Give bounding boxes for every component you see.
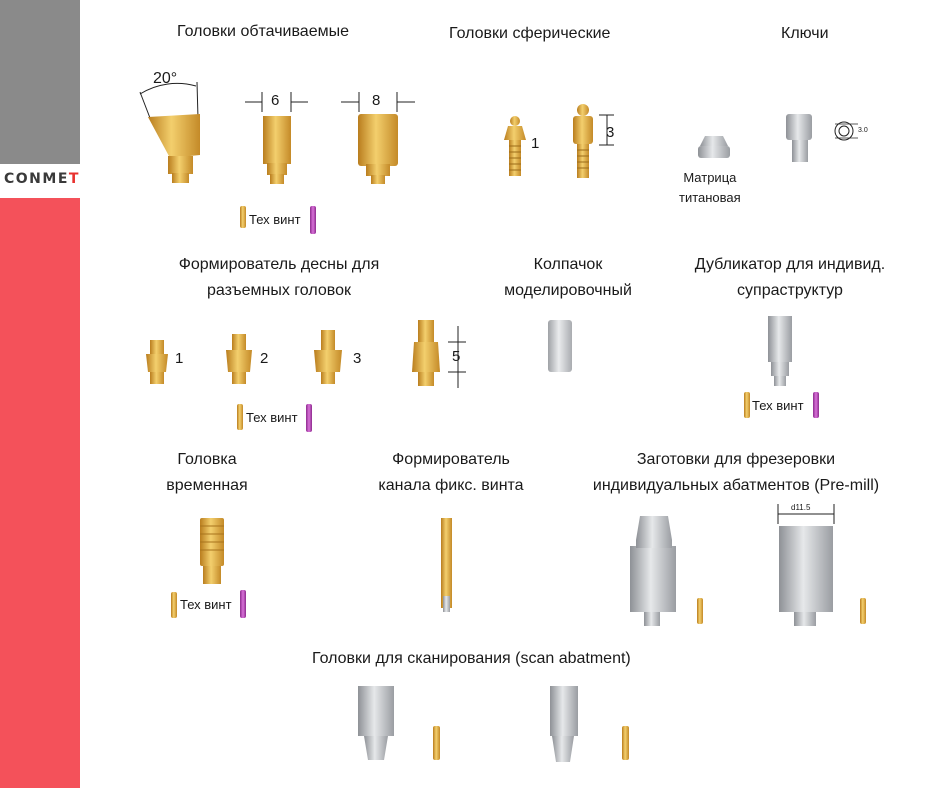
- title-premill-blanks: Заготовки для фрезеровки индивидуальных …: [573, 447, 899, 499]
- gingiva-former-3: [314, 330, 342, 384]
- duplicator: [768, 316, 792, 386]
- temporary-head: [200, 518, 224, 584]
- title-gingiva-former-line2: разъемных головок: [207, 282, 351, 299]
- matrix-label-line1: Матрица: [683, 170, 737, 185]
- gingiva-former-5: [412, 320, 466, 388]
- tech-screw-label-1: Тех винт: [249, 212, 301, 227]
- titanium-matrix: [698, 136, 730, 158]
- title-headings-spherical: Головки сферические: [449, 25, 611, 42]
- title-modeling-cap: Колпачок моделировочный: [492, 252, 644, 304]
- spherical-head-1: [504, 116, 526, 176]
- title-premill-blanks-line2: индивидуальных абатментов (Pre-mill): [592, 477, 880, 494]
- title-premill-blanks-line1: Заготовки для фрезеровки: [636, 451, 836, 468]
- matrix-label-line2: титановая: [679, 190, 741, 205]
- matrix-label: Матрица титановая: [679, 168, 741, 208]
- gf-2-label: 2: [260, 350, 269, 367]
- premill-blank-large: [777, 504, 866, 626]
- gf-1-label: 1: [175, 350, 184, 367]
- title-gingiva-former-line1: Формирователь десны для: [178, 256, 380, 273]
- scan-abutment-1: [358, 686, 440, 760]
- title-channel-former: Формирователь канала фикс. винта: [370, 447, 532, 499]
- tech-screw-pair-3: [744, 392, 819, 418]
- tech-screw-pair-2: [237, 404, 312, 432]
- key-size-label: 3.0: [858, 127, 868, 134]
- title-modeling-cap-line2: моделировочный: [504, 282, 632, 299]
- spherical-head-2: [573, 104, 614, 178]
- width-6-label: 6: [271, 92, 280, 109]
- angled-head-20deg: [139, 81, 200, 183]
- title-modeling-cap-line1: Колпачок: [533, 256, 603, 273]
- tech-screw-pair-4: [171, 590, 246, 618]
- side-red-bar: [0, 198, 80, 788]
- scan-abutment-2: [550, 686, 629, 762]
- tech-screw-label-3: Тех винт: [752, 398, 804, 413]
- gingiva-former-2: [226, 334, 252, 384]
- title-temporary-head-line2: временная: [166, 477, 248, 494]
- spherical-1-label: 1: [531, 135, 540, 152]
- premill-blank-small: [630, 516, 703, 626]
- brand-logo: CONMET: [4, 171, 80, 187]
- tech-screw-pair-1: [240, 206, 316, 234]
- gf-height-label: 5: [452, 348, 461, 365]
- title-gingiva-former: Формирователь десны для разъемных голово…: [166, 252, 392, 304]
- tech-screw-label-4: Тех винт: [180, 597, 232, 612]
- angle-label: 20°: [153, 70, 178, 87]
- width-8-label: 8: [372, 92, 381, 109]
- premill-diameter-label: d11.5: [791, 503, 811, 512]
- title-scan-abutments: Головки для сканирования (scan abatment): [312, 650, 631, 667]
- title-duplicator-line2: супраструктур: [737, 282, 843, 299]
- tech-screw-label-2: Тех винт: [246, 410, 298, 425]
- title-temporary-head: Головка временная: [160, 447, 254, 499]
- channel-former: [441, 518, 452, 612]
- title-headings-machinable: Головки обтачиваемые: [177, 23, 349, 40]
- gingiva-former-1: [146, 340, 168, 384]
- modeling-cap: [548, 320, 572, 372]
- title-channel-former-line2: канала фикс. винта: [378, 477, 524, 494]
- spherical-height-label: 3: [606, 124, 615, 141]
- brand-mark: T: [68, 171, 80, 187]
- title-temporary-head-line1: Головка: [177, 451, 237, 468]
- key-tool: [786, 114, 858, 162]
- title-duplicator: Дубликатор для индивид. супраструктур: [683, 252, 897, 304]
- title-duplicator-line1: Дубликатор для индивид.: [694, 256, 886, 273]
- gf-3-label: 3: [353, 350, 362, 367]
- straight-head-6: [245, 92, 308, 184]
- side-gray-bar: [0, 0, 80, 164]
- title-keys: Ключи: [781, 25, 829, 42]
- brand-name: CONME: [4, 171, 69, 187]
- title-channel-former-line1: Формирователь: [392, 451, 510, 468]
- straight-head-8: [341, 92, 415, 184]
